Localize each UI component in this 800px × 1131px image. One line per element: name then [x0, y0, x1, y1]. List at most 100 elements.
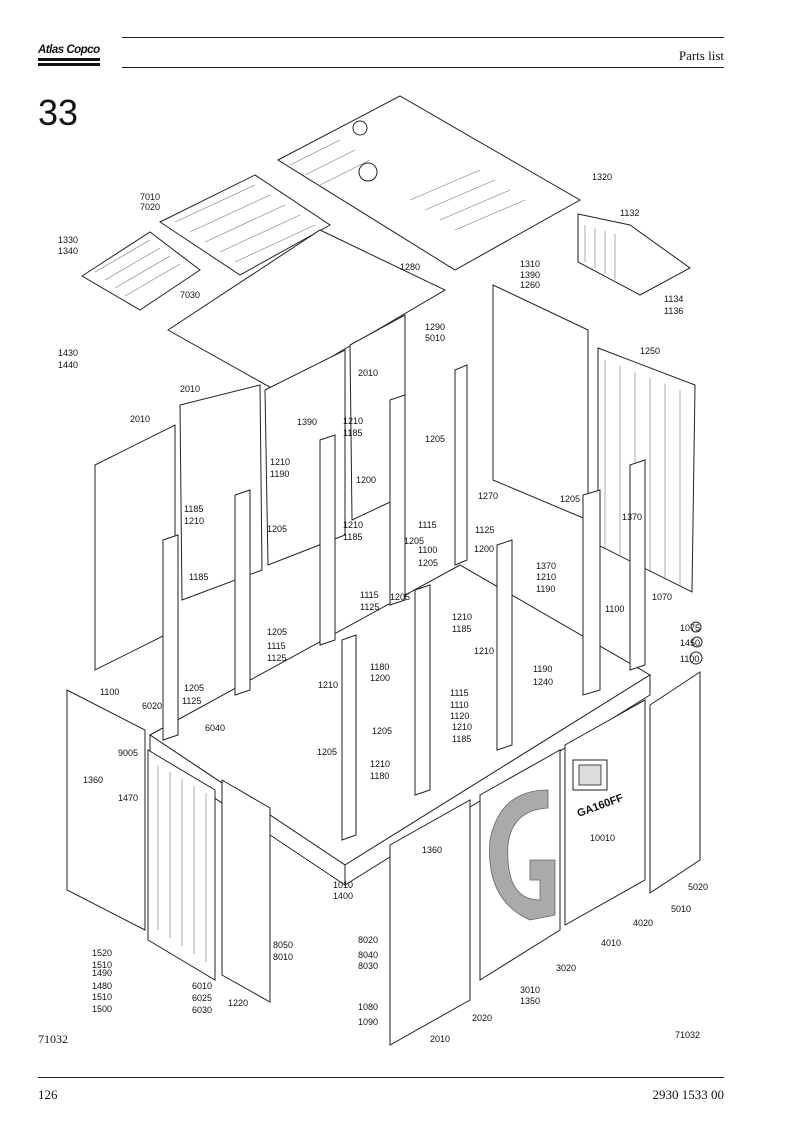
rear-louvre	[577, 213, 691, 296]
part-label: 1070	[652, 592, 672, 602]
part-label: 1120	[450, 711, 469, 721]
panel-1220	[221, 779, 271, 1003]
part-label: 10010	[590, 833, 615, 843]
part-label: 1310	[520, 259, 540, 269]
door-panel-4010	[564, 699, 646, 926]
roof-grille-small	[81, 231, 201, 311]
part-label: 6025	[192, 993, 212, 1003]
part-label: 1260	[520, 280, 540, 290]
part-label: 1090	[358, 1017, 378, 1027]
part-label: 1205	[372, 726, 392, 736]
grille-panel-6010	[147, 749, 216, 981]
part-label: 1205	[267, 524, 287, 534]
part-label: 1210	[474, 646, 494, 656]
part-label: 7010	[140, 192, 160, 202]
part-label: 1340	[58, 246, 78, 256]
part-label: 1210	[343, 520, 363, 530]
part-label: 1125	[360, 602, 379, 612]
part-label: 2010	[430, 1034, 450, 1044]
part-label: 6030	[192, 1005, 212, 1015]
part-label: 1500	[92, 1004, 112, 1014]
part-label: 2020	[472, 1013, 492, 1023]
part-label: 1205	[425, 434, 445, 444]
part-label: 1205	[390, 592, 410, 602]
part-label: 1370	[536, 561, 556, 571]
part-label: 1360	[83, 775, 103, 785]
part-label: 1210	[452, 722, 472, 732]
part-label: 1370	[622, 512, 642, 522]
part-label: 1210	[270, 457, 290, 467]
part-label: 1100	[680, 654, 699, 664]
part-label: 1190	[533, 664, 552, 674]
part-label: 1210	[184, 516, 204, 526]
panel-5010	[649, 671, 701, 894]
part-label: 8050	[273, 940, 293, 950]
part-label: 1320	[592, 172, 612, 182]
part-label: 8020	[358, 935, 378, 945]
g-logo-graphic	[489, 789, 556, 921]
footer-rule	[38, 1077, 724, 1078]
part-label: 1136	[664, 306, 683, 316]
logo-stripe	[38, 58, 100, 61]
part-label: 1200	[370, 673, 390, 683]
part-label: 1132	[620, 208, 639, 218]
part-label: 1210	[343, 416, 363, 426]
part-label: 2010	[358, 368, 378, 378]
part-label: 1400	[333, 891, 353, 901]
figure-id: 71032	[38, 1032, 68, 1046]
section-number: 33	[38, 92, 79, 133]
part-label: 1205	[560, 494, 580, 504]
part-label: 1180	[370, 662, 389, 672]
part-label: 1200	[474, 544, 494, 554]
part-label: 1125	[267, 653, 286, 663]
part-label: 8030	[358, 961, 378, 971]
part-label: 1185	[452, 624, 471, 634]
part-label: 1125	[475, 525, 494, 535]
part-label: 1010	[333, 880, 353, 890]
part-label: 9005	[118, 748, 138, 758]
page-number: 126	[38, 1087, 58, 1102]
part-label: 5020	[688, 882, 708, 892]
part-label: 1490	[92, 968, 112, 978]
part-label: 1205	[317, 747, 337, 757]
part-label: 6010	[192, 981, 212, 991]
part-label: 1360	[422, 845, 442, 855]
part-label: 1510	[92, 992, 112, 1002]
part-label: 1200	[356, 475, 376, 485]
part-label: 1185	[189, 572, 208, 582]
front-panel-1240	[66, 689, 146, 931]
part-label: 1100	[605, 604, 624, 614]
1070-fitting	[690, 621, 702, 633]
part-label: 1450	[680, 638, 700, 648]
part-label: 71032	[675, 1030, 700, 1040]
document-number: 2930 1533 00	[652, 1087, 725, 1102]
part-label: 1075	[680, 623, 700, 633]
header-rule-top	[122, 37, 724, 38]
part-label: 1350	[520, 996, 540, 1006]
part-label: 1115	[450, 688, 469, 698]
part-label: 1440	[58, 360, 78, 370]
atlas-copco-logo: Atlas Copco	[38, 44, 100, 56]
part-label: 1390	[297, 417, 317, 427]
part-label: 1210	[318, 680, 338, 690]
part-label: 1115	[418, 520, 437, 530]
part-label: 1510	[92, 960, 112, 970]
part-label: 1110	[450, 700, 469, 710]
logo-stripe	[38, 63, 100, 66]
part-label: 5010	[425, 333, 445, 343]
part-label: 6040	[205, 723, 225, 733]
part-label: 1470	[118, 793, 138, 803]
part-label: 4010	[601, 938, 621, 948]
part-label: 1125	[182, 696, 201, 706]
part-label: 1330	[58, 235, 78, 245]
part-label: 1210	[536, 572, 556, 582]
part-label: 1100	[100, 687, 119, 697]
part-label: 1180	[370, 771, 389, 781]
part-label: 5010	[671, 904, 691, 914]
part-label: 2010	[130, 414, 150, 424]
part-label: 1390	[520, 270, 540, 280]
header-title: Parts list	[678, 48, 724, 63]
part-label: 7030	[180, 290, 200, 300]
part-label: 1190	[536, 584, 555, 594]
